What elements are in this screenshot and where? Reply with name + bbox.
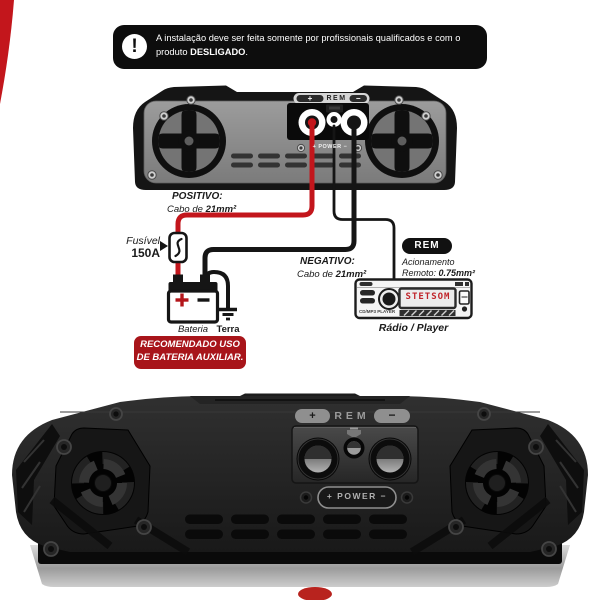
exclamation-icon: ! bbox=[122, 34, 147, 59]
fuse-icon bbox=[168, 231, 188, 264]
negativo-cable: Cabo de 21mm² bbox=[297, 269, 366, 280]
radio-player-icon bbox=[354, 278, 473, 320]
amp-power-label: + POWER − bbox=[312, 144, 348, 150]
radio-display bbox=[398, 287, 457, 310]
radio-cd-slot bbox=[399, 310, 456, 316]
fuse-arrow-icon bbox=[160, 241, 168, 251]
amp-minus-label: − bbox=[355, 93, 361, 103]
red-corner-ribbon bbox=[0, 0, 14, 104]
product-power-label: + POWER − bbox=[326, 491, 388, 501]
red-logo-dot bbox=[298, 587, 332, 600]
radio-button bbox=[360, 290, 375, 296]
negativo-title: NEGATIVO: bbox=[300, 256, 355, 267]
amp-vents bbox=[231, 153, 361, 168]
product-rem-label: REM bbox=[334, 410, 370, 422]
positivo-title: POSITIVO: bbox=[172, 191, 223, 202]
radio-caption: Rádio / Player bbox=[378, 322, 449, 334]
product-minus-pill bbox=[374, 409, 410, 423]
amp-screws bbox=[147, 95, 443, 180]
product-minus-label: − bbox=[388, 408, 396, 422]
negativo-cable-text: Cabo de bbox=[297, 269, 336, 280]
rem-note-line1: Acionamento bbox=[402, 257, 455, 267]
rem-note-line2: Remoto: 0.75mm² bbox=[402, 268, 475, 278]
amp-terminal-block bbox=[287, 93, 370, 140]
product-plus-pill bbox=[295, 409, 330, 423]
product-terminal-block bbox=[291, 409, 419, 484]
rem-badge: REM bbox=[402, 238, 452, 254]
fuse-label: Fusível bbox=[126, 235, 160, 247]
fan-icon-right bbox=[365, 104, 439, 178]
battery-icon bbox=[166, 274, 220, 324]
battery-plus-symbol bbox=[175, 293, 189, 307]
installation-diagram bbox=[133, 85, 473, 324]
warning-banner: ! A instalação deve ser feita somente po… bbox=[113, 25, 487, 69]
negative-wire bbox=[202, 123, 357, 281]
product-photo bbox=[0, 393, 600, 600]
ground-icon bbox=[219, 307, 237, 321]
amplifier-top-view bbox=[133, 85, 457, 190]
amp-rem-label: REM bbox=[326, 95, 347, 102]
radio-button bbox=[360, 298, 375, 304]
amp-plus-label: + bbox=[307, 94, 313, 103]
ground-label: Terra bbox=[216, 324, 240, 335]
product-power-badge bbox=[299, 486, 414, 509]
fuse-rating: 150A bbox=[131, 246, 160, 260]
wiring bbox=[175, 123, 396, 310]
warning-text: A instalação deve ser feita somente por … bbox=[156, 32, 482, 60]
recommendation-line1: RECOMENDADO USO bbox=[140, 339, 240, 350]
warning-text-bold: DESLIGADO bbox=[190, 46, 246, 57]
positivo-gauge: 21mm² bbox=[205, 204, 237, 215]
rem-gauge: 0.75mm² bbox=[438, 268, 476, 278]
negativo-gauge: 21mm² bbox=[335, 269, 367, 280]
positivo-cable: Cabo de 21mm² bbox=[167, 204, 236, 215]
fan-icon-left bbox=[152, 104, 226, 178]
battery-label: Bateria bbox=[177, 324, 209, 335]
recommendation-line2: DE BATERIA AUXILIAR. bbox=[136, 351, 244, 363]
rem-note-text: Remoto: bbox=[402, 268, 439, 278]
product-plus-label: + bbox=[309, 410, 316, 422]
positivo-cable-text: Cabo de bbox=[167, 204, 206, 215]
radio-display-text: STETSOM bbox=[405, 292, 451, 302]
product-vents bbox=[185, 514, 407, 539]
recommendation-banner: RECOMENDADO USO DE BATERIA AUXILIAR. bbox=[134, 336, 246, 369]
warning-text-main: A instalação deve ser feita somente por … bbox=[156, 33, 461, 57]
warning-text-suffix: . bbox=[245, 46, 248, 57]
rem-wire bbox=[332, 124, 396, 283]
radio-player-small-label: CD/MP3 PLAYER bbox=[359, 308, 396, 314]
